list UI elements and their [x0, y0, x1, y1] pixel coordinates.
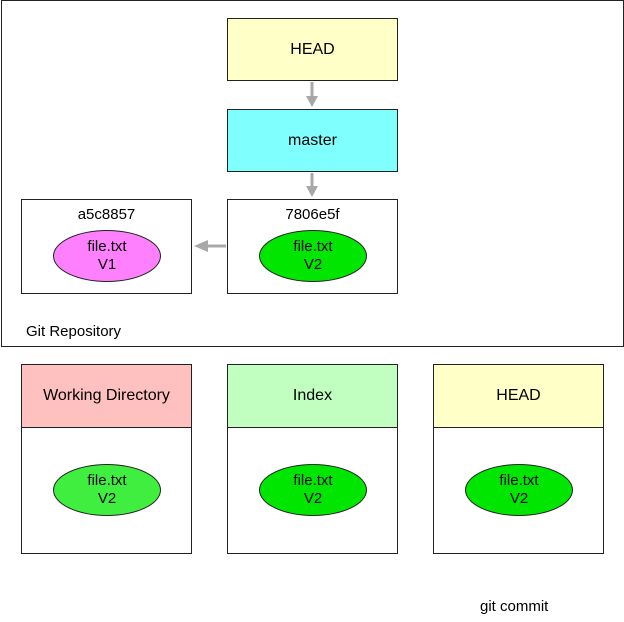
index-header: Index — [228, 365, 397, 428]
working-directory-area: Working Directory file.txt V2 — [21, 364, 192, 554]
master-branch-label: master — [288, 131, 337, 149]
file-blob-v2: file.txt V2 — [53, 464, 161, 516]
blob-version: V2 — [97, 490, 117, 507]
head-pointer: HEAD — [227, 18, 398, 81]
blob-filename: file.txt — [293, 472, 333, 489]
commit-id: a5c8857 — [77, 206, 136, 223]
file-blob-v2: file.txt V2 — [259, 464, 367, 516]
git-repository-label: Git Repository — [26, 323, 122, 340]
file-blob-v2: file.txt V2 — [465, 464, 573, 516]
head-area: HEAD file.txt V2 — [433, 364, 604, 554]
blob-filename: file.txt — [499, 472, 539, 489]
file-blob-v2: file.txt V2 — [259, 230, 367, 282]
master-branch: master — [227, 109, 398, 172]
blob-filename: file.txt — [293, 238, 333, 255]
blob-filename: file.txt — [87, 238, 127, 255]
commit-id: 7806e5f — [285, 206, 340, 223]
index-area: Index file.txt V2 — [227, 364, 398, 554]
working-directory-header: Working Directory — [22, 365, 191, 428]
blob-version: V1 — [97, 256, 117, 273]
index-title: Index — [292, 387, 333, 404]
head-to-master-arrowhead — [306, 96, 318, 107]
blob-version: V2 — [303, 490, 323, 507]
blob-version: V2 — [303, 256, 323, 273]
blob-filename: file.txt — [87, 472, 127, 489]
commit-parent-arrowhead — [194, 240, 208, 252]
blob-version: V2 — [509, 490, 529, 507]
head-area-title: HEAD — [496, 387, 541, 404]
command-caption: git commit — [480, 598, 549, 615]
commit-7806e5f: 7806e5f file.txt V2 — [227, 199, 398, 294]
head-area-header: HEAD — [434, 365, 603, 428]
master-to-commit-arrowhead — [306, 186, 318, 197]
working-directory-title: Working Directory — [43, 387, 170, 404]
head-pointer-label: HEAD — [290, 40, 335, 58]
commit-a5c8857: a5c8857 file.txt V1 — [21, 199, 192, 294]
file-blob-v1: file.txt V1 — [53, 230, 161, 282]
